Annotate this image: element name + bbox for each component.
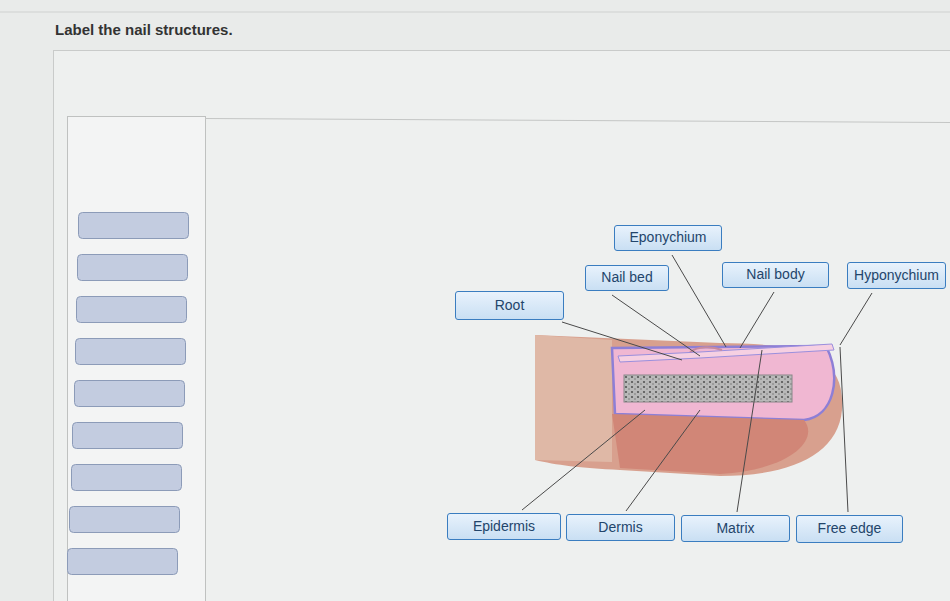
label-box: Root [455, 291, 564, 320]
structure-label: Hyponychium [854, 268, 939, 283]
structure-label: Nail bed [601, 270, 652, 285]
leader-line [562, 322, 682, 360]
question-title: Label the nail structures. [55, 21, 233, 38]
answer-slot [76, 339, 186, 365]
structure-label: Epidermis [473, 519, 535, 534]
answer-slot [77, 297, 187, 323]
label-box: Free edge [796, 515, 903, 543]
label-box: Nail body [722, 262, 829, 288]
structure-label: Root [495, 298, 525, 313]
bone [624, 375, 792, 402]
structure-label: Matrix [716, 521, 754, 536]
leader-lines [522, 255, 872, 512]
leader-line [740, 292, 774, 348]
finger-dorsum [535, 335, 612, 462]
label-box: Matrix [681, 515, 790, 542]
structure-label: Free edge [818, 521, 882, 536]
answer-slot [78, 255, 188, 281]
label-box: Hyponychium [847, 262, 946, 289]
answer-slot [72, 465, 182, 491]
page-rule [0, 12, 950, 13]
leader-line [522, 410, 645, 510]
answer-bank [68, 117, 206, 601]
leader-line [626, 410, 700, 511]
leader-line [737, 350, 762, 512]
answer-slots [68, 213, 189, 575]
label-box: Dermis [566, 514, 675, 541]
label-box: Nail bed [585, 265, 669, 291]
leader-line [840, 293, 872, 345]
answer-slot [68, 549, 178, 575]
question-panel [54, 51, 950, 601]
leader-line [840, 347, 848, 512]
answer-slot [75, 381, 185, 407]
answer-slot [79, 213, 189, 239]
leader-line [612, 295, 700, 356]
structure-label: Eponychium [629, 230, 706, 245]
answer-slot [70, 507, 180, 533]
panel-rule [205, 119, 950, 123]
answer-slot [73, 423, 183, 449]
dermis-section [612, 414, 808, 474]
label-box: Eponychium [614, 225, 722, 251]
leader-line [672, 255, 726, 347]
structure-label: Nail body [746, 267, 804, 282]
label-box: Epidermis [447, 513, 561, 540]
structure-label: Dermis [598, 520, 642, 535]
nail-fold [690, 347, 722, 352]
finger-skin [535, 335, 842, 476]
